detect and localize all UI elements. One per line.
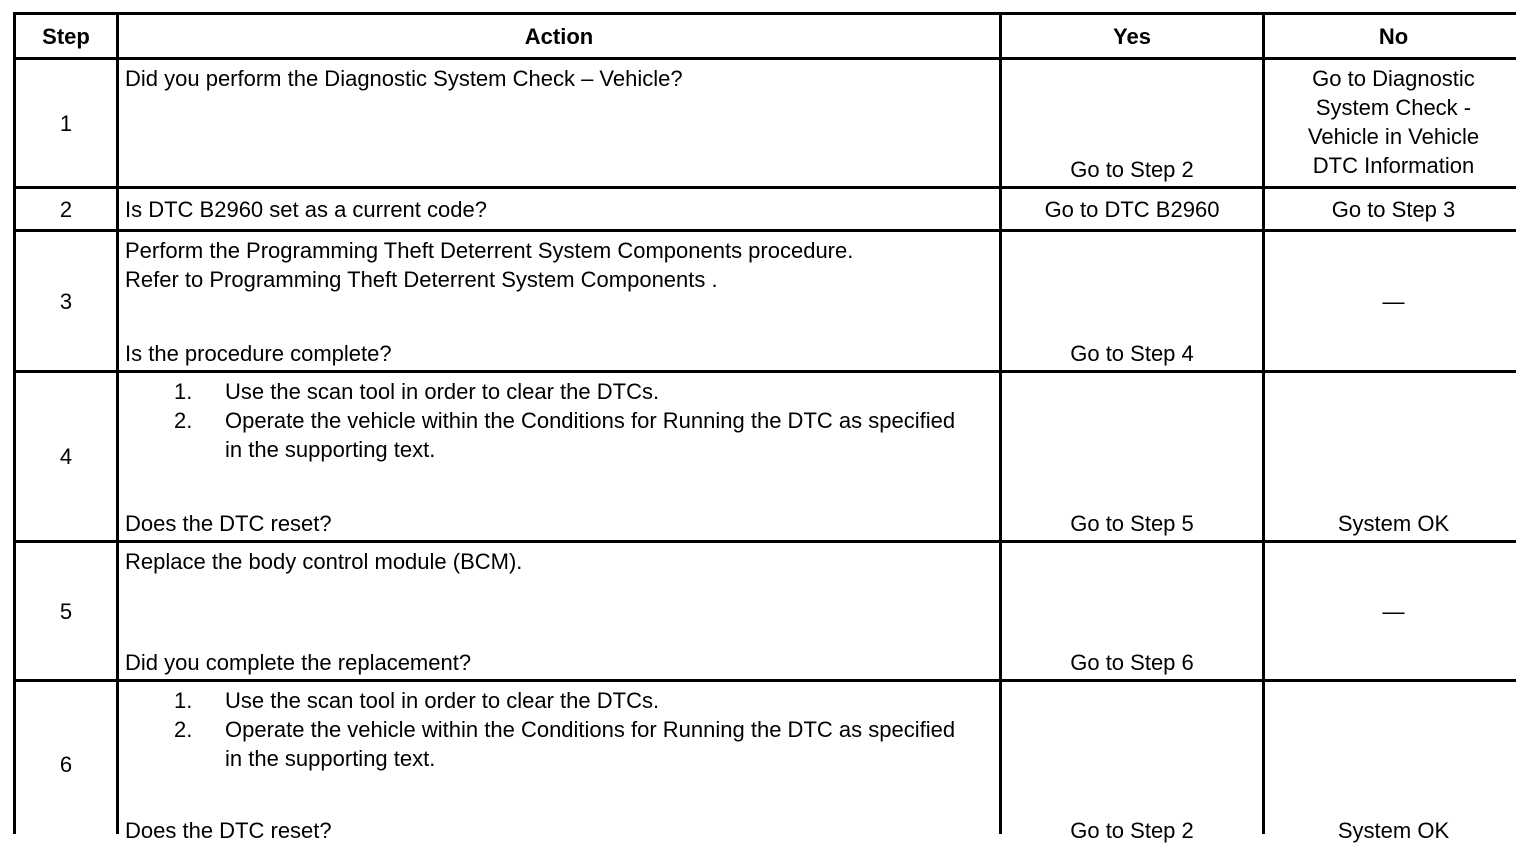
- yes-outcome: Go to Step 2: [1070, 157, 1194, 182]
- action-text: Is DTC B2960 set as a current code?: [125, 196, 487, 222]
- action-cell: Perform the Programming Theft Deterrent …: [119, 232, 999, 370]
- action-question: Does the DTC reset?: [125, 511, 332, 536]
- yes-cell: Go to Step 5: [1002, 373, 1262, 540]
- step-number: 4: [16, 373, 116, 540]
- list-item-text: Operate the vehicle within the Condition…: [225, 717, 956, 771]
- header-yes: Yes: [1002, 15, 1262, 57]
- yes-outcome: Go to Step 4: [1070, 341, 1194, 366]
- action-cell: Replace the body control module (BCM). D…: [119, 543, 999, 679]
- action-text: Did you perform the Diagnostic System Ch…: [125, 66, 683, 91]
- header-no: No: [1265, 15, 1522, 57]
- diagnostic-table: Step Action Yes No 1 Did you perform the…: [13, 12, 1522, 847]
- list-item: 1. Use the scan tool in order to clear t…: [125, 377, 993, 406]
- list-item-number: 1.: [174, 688, 193, 713]
- yes-cell: Go to Step 4: [1002, 232, 1262, 370]
- step-number: 6: [16, 682, 116, 847]
- step-number: 3: [16, 232, 116, 370]
- step-number: 1: [16, 60, 116, 186]
- action-cell: 1. Use the scan tool in order to clear t…: [119, 682, 999, 847]
- list-item: 1. Use the scan tool in order to clear t…: [125, 686, 993, 715]
- action-question: Did you complete the replacement?: [125, 650, 472, 675]
- procedure-list: 1. Use the scan tool in order to clear t…: [125, 686, 993, 773]
- no-cell: System OK: [1265, 682, 1522, 847]
- step-number: 2: [16, 189, 116, 229]
- list-item-text: Operate the vehicle within the Condition…: [225, 408, 956, 462]
- yes-cell: Go to DTC B2960: [1002, 189, 1262, 229]
- yes-outcome: Go to DTC B2960: [1044, 196, 1220, 222]
- no-outcome: Go to Step 3: [1331, 196, 1456, 222]
- no-outcome: —: [1382, 598, 1405, 624]
- action-question: Does the DTC reset?: [125, 818, 332, 843]
- action-text: Perform the Programming Theft Deterrent …: [125, 238, 854, 292]
- list-item-number: 2.: [174, 717, 193, 742]
- step-number: 5: [16, 543, 116, 679]
- no-cell: Go to Diagnostic System Check - Vehicle …: [1265, 60, 1522, 186]
- no-outcome: Go to Diagnostic System Check - Vehicle …: [1307, 66, 1480, 178]
- no-cell: —: [1265, 232, 1522, 370]
- yes-outcome: Go to Step 6: [1070, 650, 1194, 675]
- yes-cell: Go to Step 2: [1002, 682, 1262, 847]
- list-item: 2. Operate the vehicle within the Condit…: [125, 715, 993, 773]
- list-item: 2. Operate the vehicle within the Condit…: [125, 406, 993, 464]
- no-outcome: System OK: [1337, 511, 1450, 536]
- no-cell: Go to Step 3: [1265, 189, 1522, 229]
- list-item-number: 1.: [174, 379, 193, 404]
- procedure-list: 1. Use the scan tool in order to clear t…: [125, 377, 993, 464]
- list-item-number: 2.: [174, 408, 193, 433]
- list-item-text: Use the scan tool in order to clear the …: [225, 688, 660, 713]
- yes-outcome: Go to Step 2: [1070, 818, 1194, 843]
- header-action: Action: [119, 15, 999, 57]
- no-cell: System OK: [1265, 373, 1522, 540]
- list-item-text: Use the scan tool in order to clear the …: [225, 379, 660, 404]
- no-outcome: System OK: [1337, 818, 1450, 843]
- yes-cell: Go to Step 6: [1002, 543, 1262, 679]
- action-cell: Did you perform the Diagnostic System Ch…: [119, 60, 999, 186]
- action-question: Is the procedure complete?: [125, 341, 392, 366]
- no-outcome: —: [1382, 288, 1405, 314]
- action-text: Replace the body control module (BCM).: [125, 549, 523, 574]
- action-cell: Is DTC B2960 set as a current code?: [119, 189, 999, 229]
- header-step: Step: [16, 15, 116, 57]
- no-cell: —: [1265, 543, 1522, 679]
- action-cell: 1. Use the scan tool in order to clear t…: [119, 373, 999, 540]
- yes-outcome: Go to Step 5: [1070, 511, 1194, 536]
- yes-cell: Go to Step 2: [1002, 60, 1262, 186]
